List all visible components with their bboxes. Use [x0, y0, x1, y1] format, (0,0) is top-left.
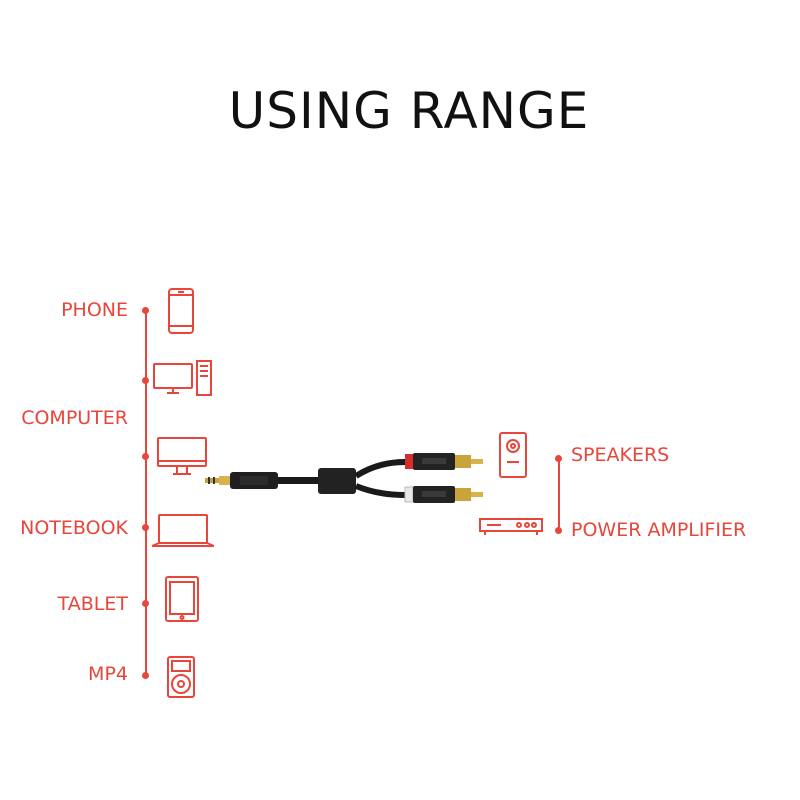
- timeline-dot: [142, 307, 149, 314]
- label-power-amplifier: POWER AMPLIFIER: [571, 519, 747, 541]
- phone-icon: [168, 288, 194, 334]
- mp4-player-icon: [167, 656, 195, 698]
- timeline-dot: [142, 377, 149, 384]
- timeline-dot: [555, 455, 562, 462]
- laptop-icon: [151, 514, 215, 547]
- timeline-dot: [555, 527, 562, 534]
- label-speakers: SPEAKERS: [571, 444, 670, 466]
- audio-cable: [205, 453, 483, 503]
- tablet-icon: [165, 576, 199, 622]
- label-notebook: NOTEBOOK: [20, 517, 128, 539]
- amplifier-icon: [479, 518, 543, 535]
- label-mp4: MP4: [88, 663, 128, 685]
- label-tablet: TABLET: [57, 593, 128, 615]
- right-timeline: [558, 458, 560, 530]
- timeline-dot: [142, 672, 149, 679]
- label-phone: PHONE: [61, 299, 128, 321]
- page-title: USING RANGE: [228, 82, 590, 140]
- left-timeline: [145, 310, 147, 676]
- speaker-icon: [499, 432, 527, 478]
- timeline-dot: [142, 524, 149, 531]
- desktop-tower-icon: [153, 360, 212, 396]
- timeline-dot: [142, 600, 149, 607]
- monitor-icon: [157, 437, 207, 475]
- label-computer: COMPUTER: [21, 407, 128, 429]
- timeline-dot: [142, 453, 149, 460]
